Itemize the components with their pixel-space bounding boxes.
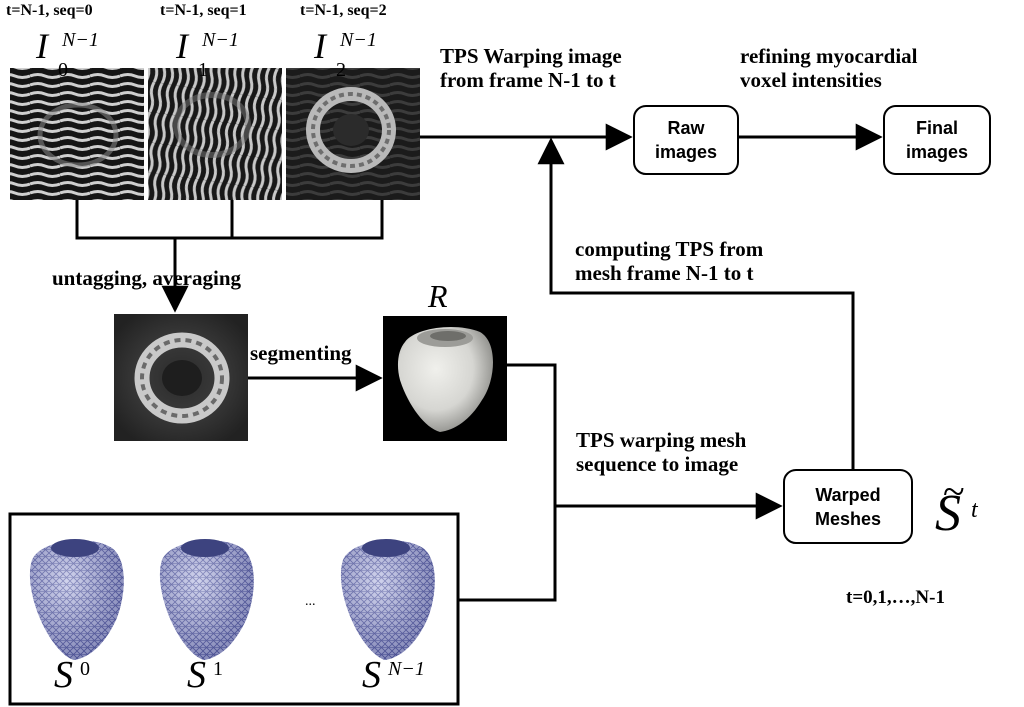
mesh-n-minus-1-sup: N−1 [388, 658, 425, 680]
tagged-frame-1-tile [148, 68, 282, 200]
mesh-warp-connector [458, 363, 783, 602]
untagging-label: untagging, averaging [52, 266, 242, 290]
frame-0-header: t=N-1, seq=0 [6, 2, 93, 19]
untagged-average-image [114, 314, 248, 441]
mesh-n-minus-1-letter: S [362, 654, 381, 696]
computing-tps-label: computing TPS from mesh frame N-1 to t [575, 237, 764, 285]
frame-0-symbol-sup: N−1 [62, 29, 99, 51]
mesh-1-letter: S [187, 654, 206, 696]
warped-meshes-box: Warped Meshes [783, 469, 913, 544]
warped-mesh-letter: S [935, 485, 961, 542]
tagged-frame-2-tile [286, 68, 420, 200]
frame-0-symbol: I N−1 0 [36, 26, 99, 81]
raw-images-box: Raw images [633, 105, 739, 175]
warped-mesh-symbol: ~ S t [935, 469, 978, 542]
frame-1-symbol-sup: N−1 [202, 29, 239, 51]
frame-2-symbol-sub: 2 [336, 59, 346, 81]
heart-mesh-1 [159, 539, 254, 660]
mesh-0-symbol: S 0 [54, 654, 90, 696]
merge-connector [75, 200, 384, 313]
frame-0-symbol-sub: 0 [58, 59, 68, 81]
mesh-1-sup: 1 [213, 658, 223, 680]
mesh-ellipsis: ... [305, 594, 316, 609]
warped-mesh-tilde: ~ [943, 469, 965, 514]
reference-symbol: R [428, 278, 448, 314]
tagged-frame-0-tile [10, 68, 144, 200]
mesh-n-minus-1-symbol: S N−1 [362, 654, 425, 696]
time-range-label: t=0,1,…,N-1 [846, 587, 945, 608]
frame-1-symbol: I N−1 1 [176, 26, 239, 81]
segmenting-label: segmenting [250, 341, 352, 365]
mesh-0-sup: 0 [80, 658, 90, 680]
frame-2-header: t=N-1, seq=2 [300, 2, 387, 19]
frame-1-symbol-letter: I [176, 26, 188, 66]
frame-2-symbol-letter: I [314, 26, 326, 66]
warped-mesh-sup: t [971, 497, 978, 523]
tps-warping-image-label: TPS Warping image from frame N-1 to t [440, 44, 622, 92]
frame-2-symbol-sup: N−1 [340, 29, 377, 51]
heart-mesh-n-minus-1 [340, 539, 435, 660]
tps-warping-mesh-label: TPS warping mesh sequence to image [576, 428, 747, 476]
frame-0-symbol-letter: I [36, 26, 48, 66]
heart-mesh-0 [29, 539, 124, 660]
top-flow-connectors [420, 123, 883, 470]
frame-2-symbol: I N−1 2 [314, 26, 377, 81]
frame-1-symbol-sub: 1 [198, 59, 208, 81]
final-images-box: Final images [883, 105, 991, 175]
mesh-1-symbol: S 1 [187, 654, 223, 696]
refining-label: refining myocardial voxel intensities [740, 44, 918, 92]
frame-1-header: t=N-1, seq=1 [160, 2, 247, 19]
raw-images-label: Raw images [654, 118, 718, 162]
final-images-label: Final images [905, 118, 969, 162]
reference-heart-surface [383, 316, 507, 441]
warped-meshes-label: Warped Meshes [814, 484, 882, 529]
mesh-0-letter: S [54, 654, 73, 696]
